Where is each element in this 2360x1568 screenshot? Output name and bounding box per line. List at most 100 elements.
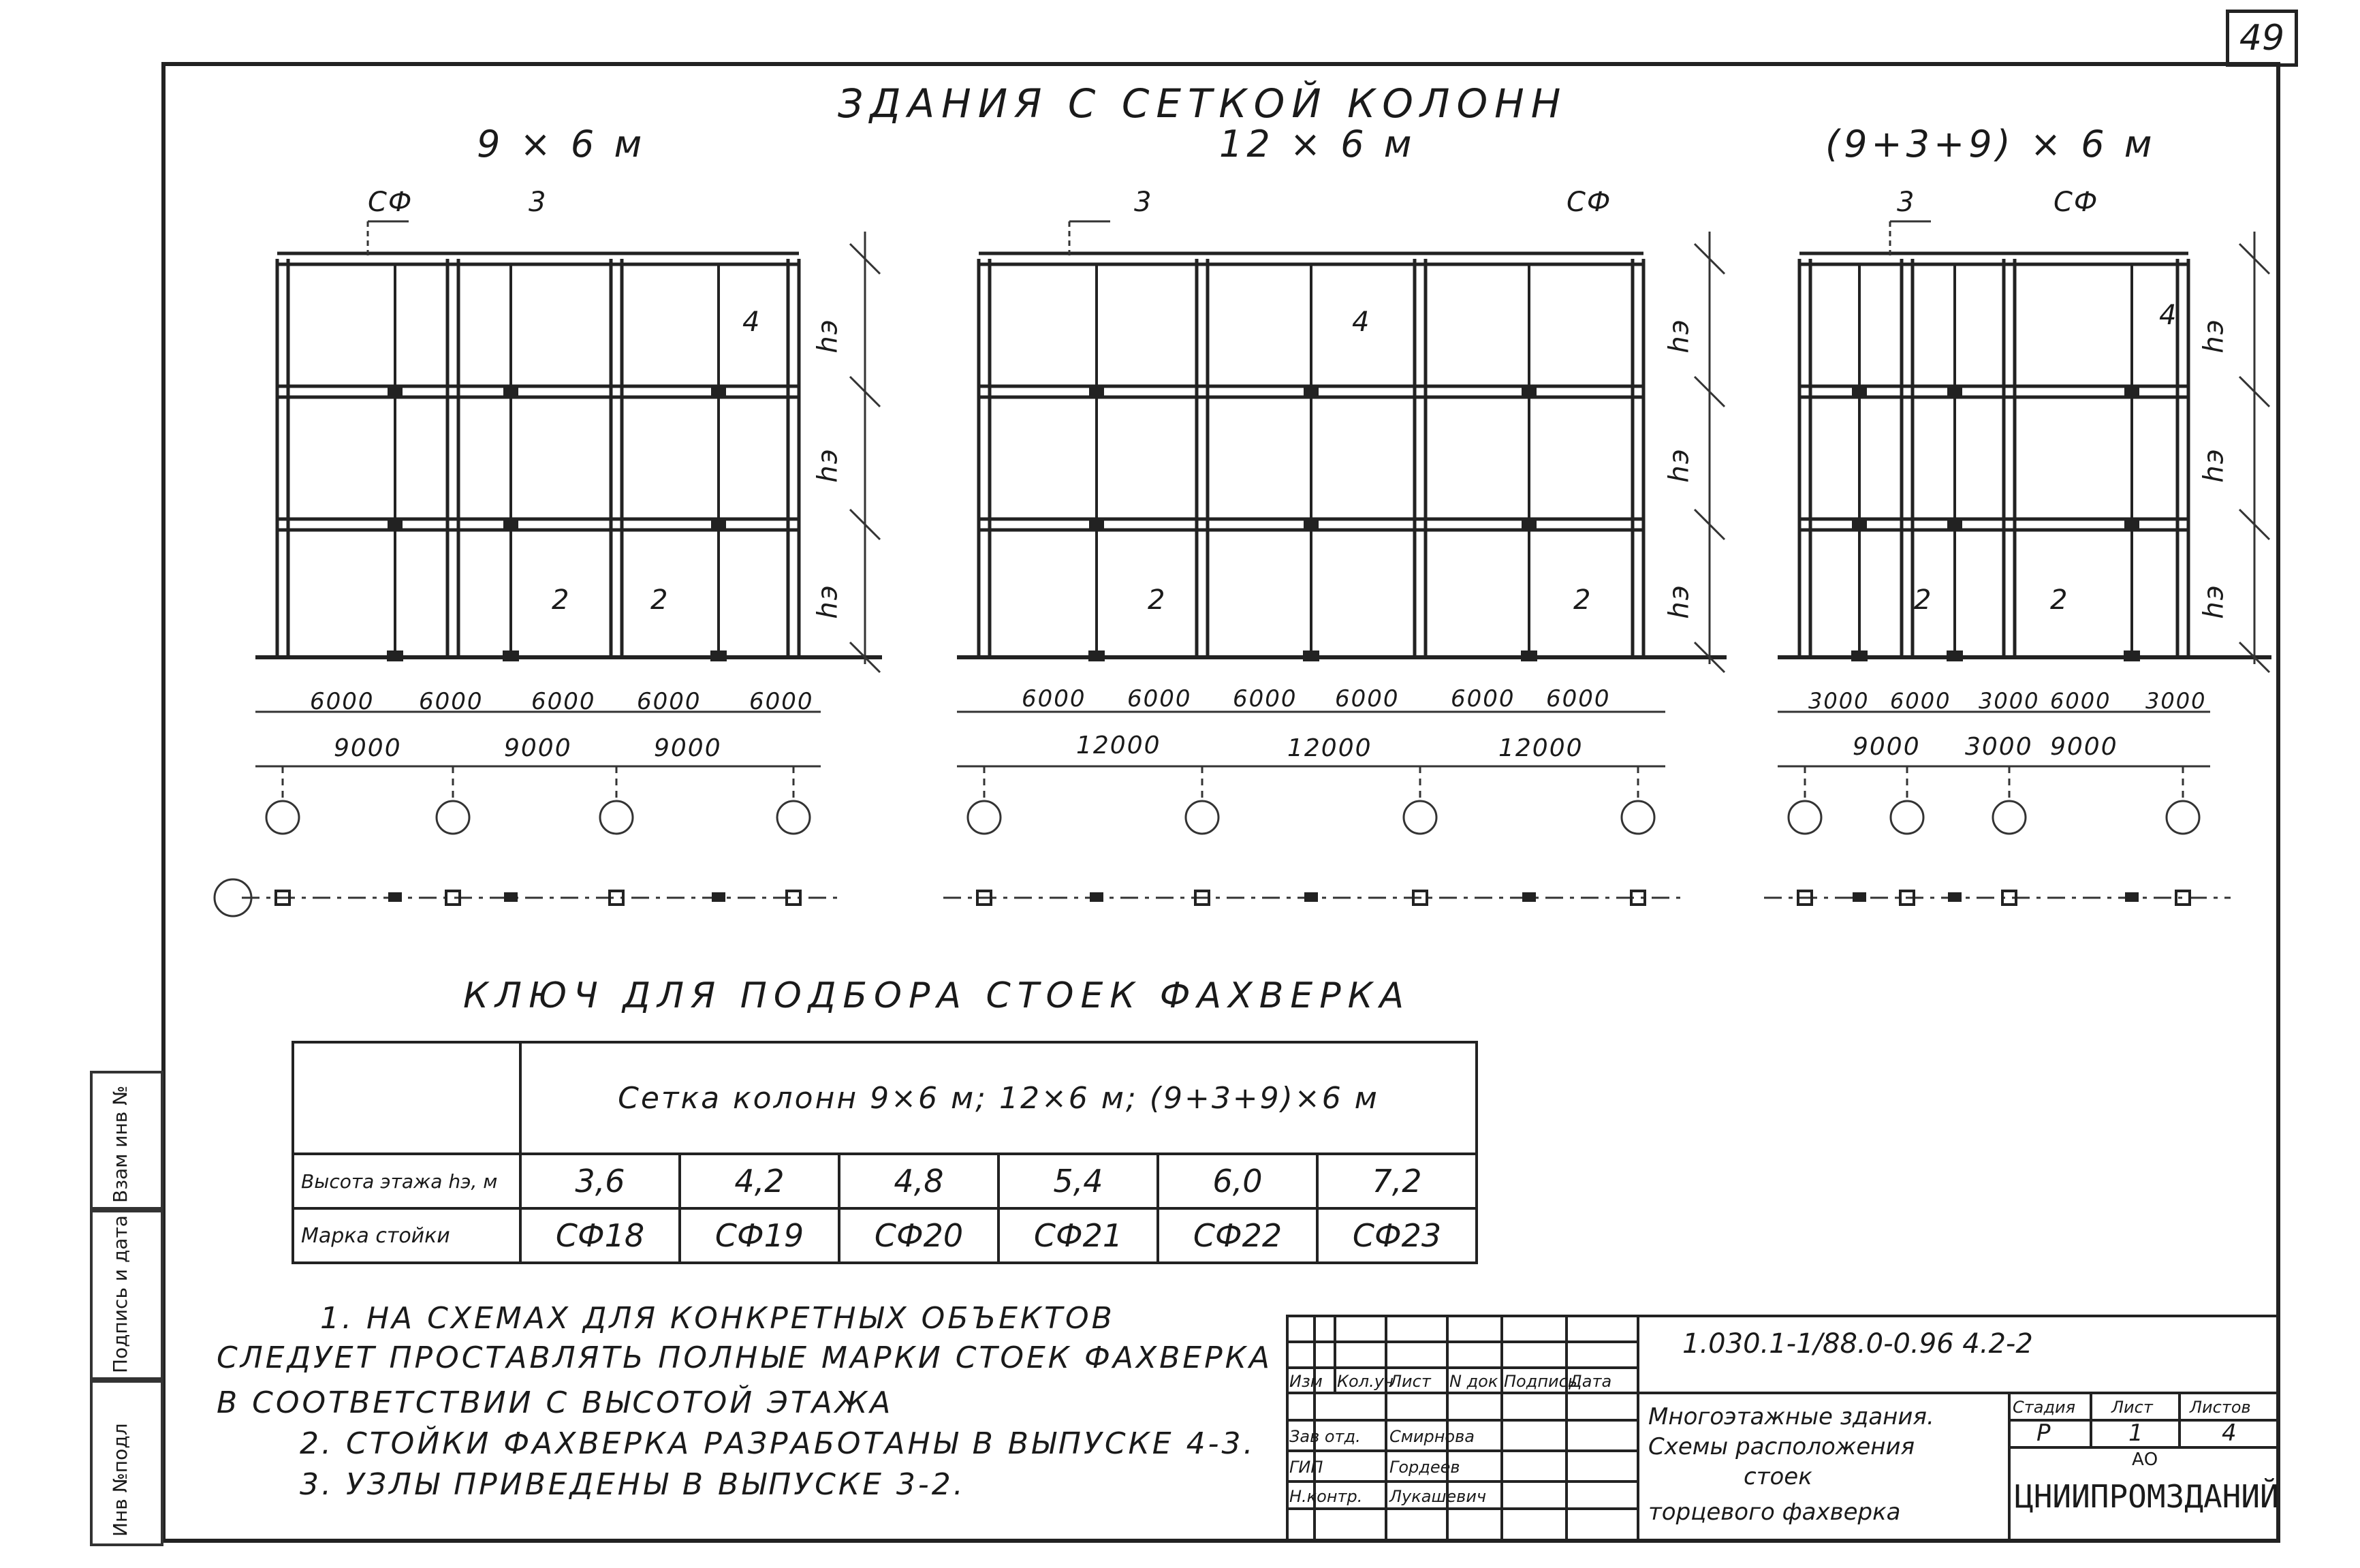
stud-node [1304,386,1319,397]
plan-column [2001,890,2017,906]
stamp-desc-4: торцевого фахверка [1648,1499,1901,1526]
stamp-role-3: Н.контр. [1289,1487,1363,1506]
frame1-bay-1: 9000 [334,734,402,762]
stamp-col-date: Дата [1569,1372,1612,1391]
grid-axis-circle [1787,800,1823,835]
side-label-inv-orig: Инв №подл [109,1423,131,1537]
stamp-name-2: Гордеев [1389,1458,1460,1477]
side-label-replaced-inv: Взам инв № [109,1085,131,1203]
sheet-border [161,62,2280,1543]
frame3-spacing-4: 6000 [2050,688,2111,714]
frame2-bay-3: 12000 [1498,734,1584,762]
frame2-spacing-6: 6000 [1546,685,1611,712]
stud-node [1522,386,1537,397]
grid-label-9x6: 9 × 6 м [477,123,646,166]
stud-node [1089,386,1104,397]
note-1-cont2: В СООТВЕТСТВИИ С ВЫСОТОЙ ЭТАЖА [217,1385,894,1420]
plan-stud [1948,892,1962,902]
frame1-tag-2b: 2 [650,584,670,616]
stamp-role-1: Зав отд. [1289,1427,1361,1446]
dimension-tick [1693,242,1726,275]
stud-node [1089,519,1104,530]
key-mark-cell: СФ23 [1316,1207,1478,1264]
stamp-col-ndoc: N док [1449,1372,1498,1391]
stud-node [1947,519,1962,530]
frame3-floor-height-1: hэ [2198,584,2230,619]
stamp-col-kol: Кол.уч [1337,1372,1394,1391]
dimension-tick [2238,375,2271,408]
dimension-tick [849,641,881,674]
dimension-tick [849,242,881,275]
key-height-cell: 4,2 [678,1153,840,1210]
frame1-spacing-2: 6000 [419,688,484,715]
grid-axis-circle [599,800,634,835]
stamp-name-3: Лукашевич [1389,1487,1487,1506]
dimension-tick [849,508,881,541]
stamp-grid [1286,1315,2280,1542]
frame3-tag-sf: СФ [2054,187,2099,218]
stud-base [503,650,519,661]
key-row-height-label: Высота этажа hэ, м [292,1153,522,1210]
stud-base [2124,650,2140,661]
plan-column [1797,890,1813,906]
frame3-tag-3: 3 [1897,187,1916,218]
grid-axis-circle [2165,800,2201,835]
frame2-spacing-3: 6000 [1233,685,1297,712]
key-table-corner [292,1041,522,1155]
frame2-floor-height-2: hэ [1663,448,1695,483]
stamp-col-izm: Изм [1289,1372,1323,1391]
stud-base [710,650,727,661]
dimension-tick [1693,375,1726,408]
plan-stud [388,892,402,902]
frame1-floor-height-3: hэ [812,318,844,354]
grid-axis-circle [1402,800,1438,835]
frame1-floor-height-1: hэ [812,584,844,619]
stud-node [1852,386,1867,397]
frame1-tag-3: 3 [529,187,548,218]
key-mark-cell: СФ21 [997,1207,1159,1264]
frame3-tag-4: 4 [2159,300,2178,331]
plan-column [1194,890,1210,906]
frame3-bay-2: 3000 [1965,733,2033,761]
grid-label-9-3-9x6: (9+3+9) × 6 м [1825,123,2156,166]
frame2-tag-3: 3 [1134,187,1153,218]
grid-axis-circle [1992,800,2027,835]
stamp-sheets-val: 4 [2222,1420,2237,1447]
key-title: КЛЮЧ ДЛЯ ПОДБОРА СТОЕК ФАХВЕРКА [463,975,1411,1016]
grid-axis-circle [966,800,1002,835]
key-mark-cell: СФ22 [1157,1207,1319,1264]
frame3-bay-1: 9000 [1853,733,1921,761]
frame3-floor-height-2: hэ [2198,448,2230,483]
stud-node [503,519,518,530]
stud-node [1304,519,1319,530]
plan-stud [504,892,518,902]
stud-base [1521,650,1537,661]
stamp-sheet-val: 1 [2128,1420,2143,1447]
frame1-tag-2a: 2 [552,584,571,616]
stud-base [1947,650,1963,661]
plan-stud [1304,892,1318,902]
plan-column [2175,890,2191,906]
plan-column [608,890,625,906]
stamp-desc-2: Схемы расположения [1648,1433,1915,1460]
frame1-floor-height-2: hэ [812,448,844,483]
frame3-spacing-3: 3000 [1979,688,2040,714]
side-field-inv-orig: Инв №подл [90,1377,163,1546]
dimension-tick [849,375,881,408]
frame2-tag-2b: 2 [1573,584,1592,616]
frame3-spacing-2: 6000 [1890,688,1951,714]
stud-node [503,386,518,397]
grid-axis-circle [776,800,811,835]
stud-node [1852,519,1867,530]
grid-axis-circle [1889,800,1925,835]
stud-node [2124,519,2139,530]
frame3-bay-3: 9000 [2050,733,2118,761]
stud-node [388,519,403,530]
dimension-tick [1693,641,1726,674]
grid-axis-circle [213,878,253,918]
plan-stud [1522,892,1536,902]
grid-axis-circle [435,800,471,835]
drawing-title: ЗДАНИЯ С СЕТКОЙ КОЛОНН [838,80,1568,127]
